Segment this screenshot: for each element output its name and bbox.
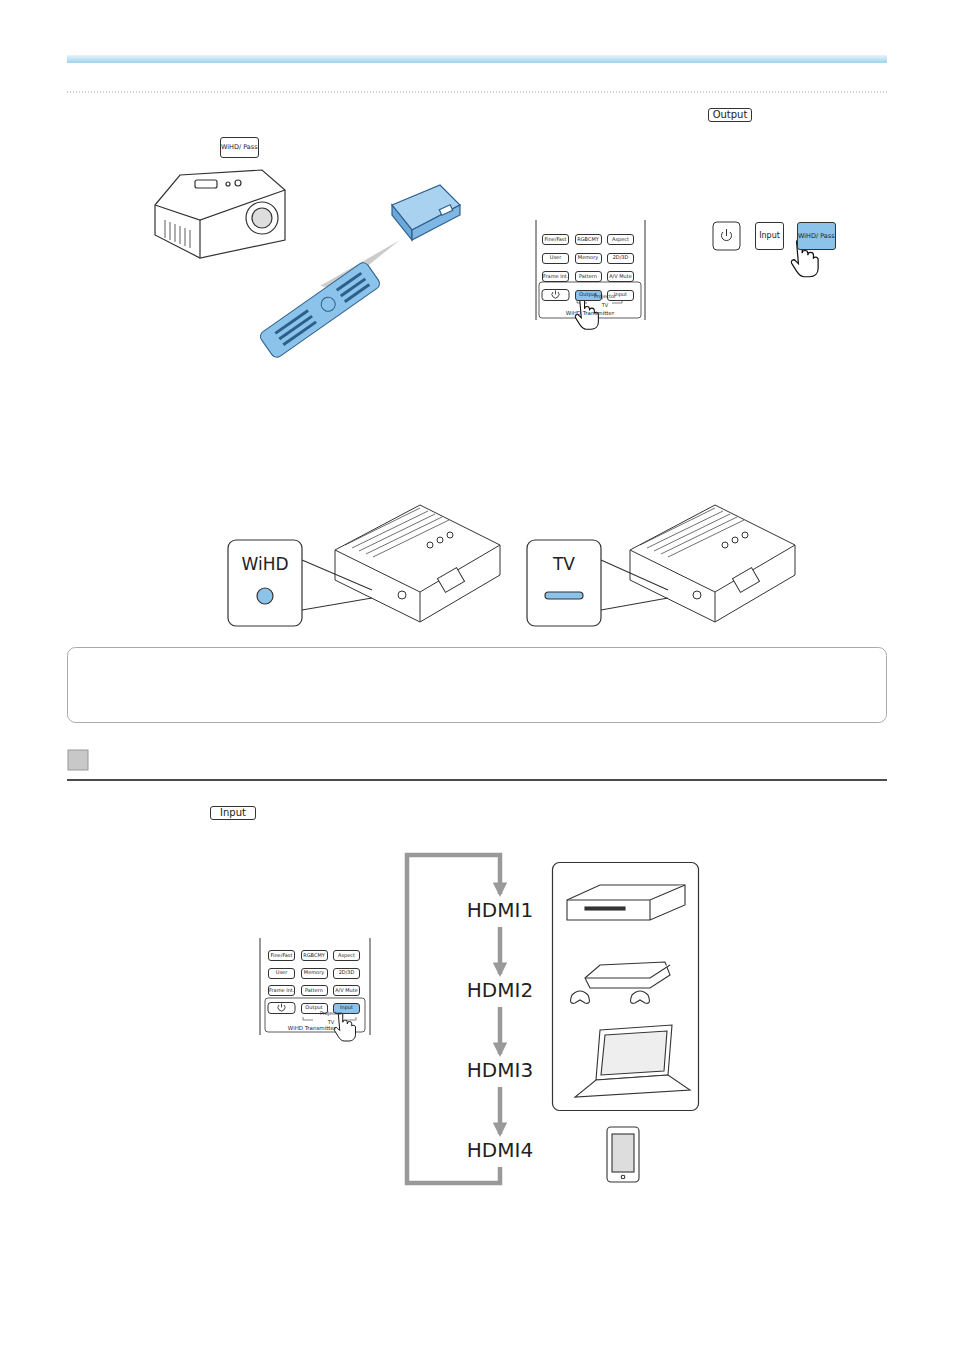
label: TV	[301, 1019, 361, 1026]
button-label: RGBCMY	[575, 234, 602, 245]
button-label: Aspect	[333, 950, 360, 961]
button-label: Frame Int.	[268, 985, 295, 996]
label: TV	[531, 554, 597, 576]
label: TV	[575, 302, 635, 309]
button-label: User	[542, 253, 569, 264]
cycle-arrow	[498, 1007, 503, 1054]
button-label: Input	[210, 806, 256, 820]
section-marker	[68, 750, 88, 770]
cycle-arrow	[498, 927, 503, 974]
device-group	[553, 863, 699, 1111]
laptop	[575, 1025, 690, 1097]
note-box	[68, 648, 887, 723]
button-label: A/V Mute	[607, 271, 634, 282]
game-console	[571, 962, 670, 1003]
button-label: Input	[755, 222, 784, 250]
input-source: HDMI1	[467, 898, 533, 922]
button-label: User	[268, 968, 295, 979]
callout	[228, 540, 668, 626]
button-label: WiHD/ Pass	[797, 222, 836, 250]
button-label: Aspect	[607, 234, 634, 245]
label: Projector	[301, 1010, 361, 1017]
tablet	[607, 1127, 639, 1182]
button-label: RGBCMY	[301, 950, 328, 961]
button-label: 2D/3D	[333, 968, 360, 979]
section-rule	[67, 779, 887, 781]
label: WiHD	[232, 554, 298, 576]
node-text: HDMI3	[467, 1058, 533, 1082]
button-label: Fine/Fast	[542, 234, 569, 245]
dotted-rule	[67, 92, 887, 93]
button-label: Frame Int.	[542, 271, 569, 282]
button-label: Memory	[575, 253, 602, 264]
label: WiHD Transmitter	[548, 310, 632, 318]
input-source: HDMI4	[467, 1138, 533, 1162]
button-label: WiHD/ Pass	[220, 137, 259, 158]
node-text: HDMI1	[467, 898, 533, 922]
bd-player	[567, 885, 685, 920]
label: Projector	[575, 294, 635, 301]
header-bar	[67, 55, 887, 63]
input-source: HDMI3	[467, 1058, 533, 1082]
remote-control	[258, 260, 382, 359]
node-text: HDMI2	[467, 978, 533, 1002]
cycle-arrow	[498, 1087, 503, 1134]
button-label: Pattern	[301, 985, 328, 996]
button-label: Output	[708, 108, 752, 122]
button-label: Pattern	[575, 271, 602, 282]
remote-closeup	[260, 938, 370, 1035]
button-label: A/V Mute	[333, 985, 360, 996]
input-source: HDMI2	[467, 978, 533, 1002]
power-button	[713, 222, 740, 250]
wihd-transmitter	[392, 185, 460, 240]
button-label: 2D/3D	[607, 253, 634, 264]
projector	[155, 170, 285, 258]
label: WiHD Transmitter	[270, 1025, 354, 1033]
button-label: Fine/Fast	[268, 950, 295, 961]
node-text: HDMI4	[467, 1138, 533, 1162]
button-label: Memory	[301, 968, 328, 979]
remote-closeup	[536, 220, 645, 320]
